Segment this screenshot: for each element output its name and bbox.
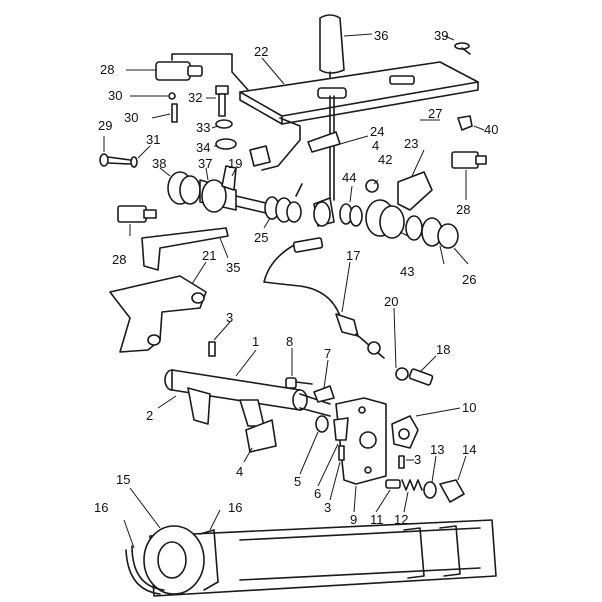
- part-top-plate: [239, 57, 479, 125]
- callout-4: 4: [372, 138, 379, 153]
- callout-30: 31: [146, 132, 160, 147]
- callout-17: 17: [346, 248, 360, 263]
- callout-21: 21: [202, 248, 216, 263]
- callout-labels: 1 2 3 3 3 4 4 5 6 7 8 9 10 11 12 13 14 1…: [94, 28, 498, 527]
- callout-31: 32: [188, 90, 202, 105]
- part-switch-28-top: [126, 53, 249, 91]
- part-pin-3b: [329, 445, 345, 501]
- callout-12: 12: [394, 512, 408, 527]
- callout-1: 1: [252, 334, 259, 349]
- callout-3: 3: [226, 310, 233, 325]
- callout-30: 30: [108, 88, 122, 103]
- callout-27: 27: [428, 106, 442, 121]
- part-lever-10: [391, 407, 461, 449]
- part-bracket-23: [249, 95, 440, 201]
- callout-16: 16: [94, 500, 108, 515]
- callout-5: 5: [294, 474, 301, 489]
- part-shaft-19: [159, 165, 303, 229]
- callout-8: 8: [286, 334, 293, 349]
- part-screw-38: [444, 35, 471, 55]
- callout-16: 16: [228, 500, 242, 515]
- part-selector-assembly: [313, 149, 469, 265]
- callout-32: 33: [196, 120, 210, 135]
- callout-14: 14: [462, 442, 476, 457]
- part-bolt-29: [99, 136, 151, 168]
- callout-35: 36: [374, 28, 388, 43]
- callout-40: 42: [378, 152, 392, 167]
- callout-10: 10: [462, 400, 476, 415]
- part-nut-39: [457, 115, 485, 131]
- part-pin-3c: [398, 455, 414, 469]
- callout-11: 11: [370, 512, 384, 527]
- part-bracket-34: [141, 227, 229, 271]
- callout-37: 38: [152, 156, 166, 171]
- part-shift-knob: [319, 14, 373, 93]
- callout-29: 30: [124, 110, 138, 125]
- part-plate-7: [313, 359, 335, 403]
- callout-6: 6: [314, 486, 321, 501]
- callout-22: 22: [254, 44, 268, 59]
- callout-19: 19: [228, 156, 242, 171]
- callout-7: 7: [324, 346, 331, 361]
- callout-28: 28: [100, 62, 114, 77]
- callout-13: 13: [430, 442, 444, 457]
- callout-18: 18: [436, 342, 450, 357]
- callout-42: 43: [400, 264, 414, 279]
- callout-28: 28: [456, 202, 470, 217]
- callout-15: 15: [116, 472, 130, 487]
- part-switch-28-right: [451, 151, 487, 200]
- part-pin-3a: [208, 321, 231, 357]
- callout-29: 29: [98, 118, 112, 133]
- callout-26: 26: [462, 272, 476, 287]
- part-pin-6: [317, 417, 349, 487]
- part-switch-28-left: [117, 205, 157, 236]
- callout-34: 35: [226, 260, 240, 275]
- callout-3: 3: [324, 500, 331, 515]
- callout-20: 20: [384, 294, 398, 309]
- callout-23: 23: [404, 136, 418, 151]
- callout-3: 3: [414, 452, 421, 467]
- callout-25: 25: [254, 230, 268, 245]
- part-cable: [263, 237, 437, 386]
- callout-38: 39: [434, 28, 448, 43]
- callout-2: 2: [146, 408, 153, 423]
- part-selector-shaft-1: [157, 349, 331, 475]
- part-bracket-21: [109, 261, 207, 353]
- callout-36: 37: [198, 156, 212, 171]
- callout-24: 24: [370, 124, 384, 139]
- callout-43: 44: [342, 170, 356, 185]
- callout-4: 4: [236, 464, 243, 479]
- part-plunger-assembly: [375, 455, 467, 513]
- part-hardware-29-33: [130, 85, 237, 150]
- callout-33: 34: [196, 140, 210, 155]
- callout-28: 28: [112, 252, 126, 267]
- callout-9: 9: [350, 512, 357, 527]
- callout-39: 40: [484, 122, 498, 137]
- part-gear-shaft: [123, 487, 497, 597]
- part-bolt-8: [285, 348, 313, 389]
